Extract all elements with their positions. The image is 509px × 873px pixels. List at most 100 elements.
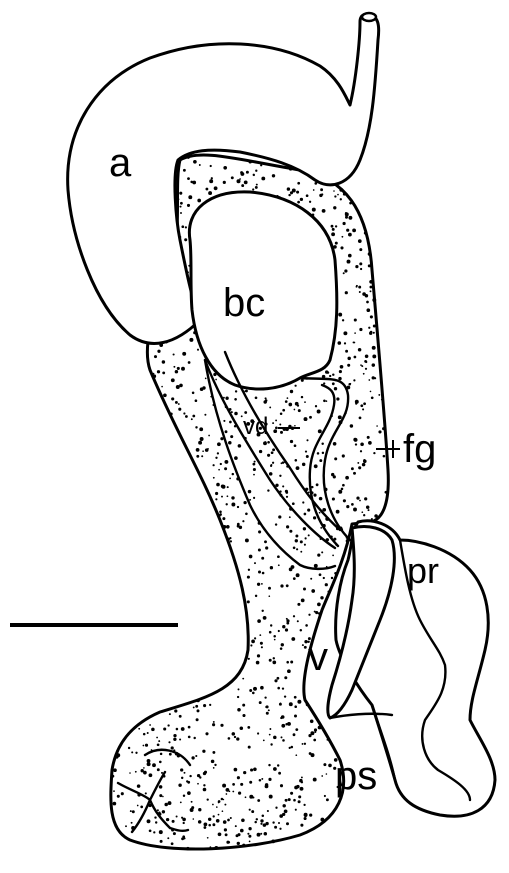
stipple-dot: [240, 829, 244, 833]
stipple-dot: [121, 792, 124, 795]
stipple-dot: [178, 783, 181, 786]
stipple-dot: [183, 412, 185, 414]
stipple-dot: [300, 198, 303, 201]
stipple-dot: [295, 728, 298, 731]
stipple-dot: [365, 361, 367, 363]
stipple-dot: [209, 704, 211, 706]
stipple-dot: [370, 331, 373, 334]
stipple-dot: [363, 459, 365, 461]
stipple-dot: [181, 817, 183, 819]
stipple-dot: [248, 490, 251, 493]
stipple-dot: [317, 554, 320, 557]
stipple-dot: [347, 357, 350, 360]
stipple-dot: [174, 709, 177, 712]
stipple-dot: [367, 436, 370, 439]
stipple-dot: [357, 462, 359, 464]
stipple-dot: [334, 572, 337, 575]
stipple-dot: [300, 629, 302, 631]
stipple-dot: [290, 440, 293, 443]
stipple-dot: [192, 181, 196, 185]
stipple-dot: [378, 430, 381, 433]
stipple-dot: [192, 818, 194, 820]
stipple-dot: [332, 373, 334, 375]
stipple-dot: [345, 291, 348, 294]
stipple-dot: [279, 475, 281, 477]
stipple-dot: [274, 639, 276, 641]
stipple-dot: [277, 677, 280, 680]
stipple-dot: [155, 821, 157, 823]
stipple-dot: [354, 318, 357, 321]
stipple-dot: [361, 365, 363, 367]
stipple-dot: [189, 775, 191, 777]
stipple-dot: [253, 174, 255, 176]
stipple-dot: [279, 828, 281, 830]
stipple-dot: [287, 187, 290, 190]
stipple-dot: [247, 600, 250, 603]
stipple-dot: [345, 350, 348, 353]
stipple-dot: [362, 463, 366, 467]
stipple-dot: [287, 669, 291, 673]
stipple-dot: [231, 176, 234, 179]
stipple-dot: [188, 195, 192, 199]
stipple-dot: [273, 767, 277, 771]
stipple-dot: [171, 397, 174, 400]
stipple-dot: [363, 402, 366, 405]
stipple-dot: [182, 835, 185, 838]
stipple-dot: [239, 526, 242, 529]
stipple-dot: [234, 398, 237, 401]
stipple-dot: [368, 264, 371, 267]
stipple-dot: [359, 500, 361, 502]
stipple-dot: [197, 349, 199, 351]
stipple-dot: [143, 767, 145, 769]
stipple-dot: [232, 732, 236, 736]
stipple-dot: [186, 780, 188, 782]
stipple-dot: [185, 415, 188, 418]
stipple-dot: [223, 420, 225, 422]
stipple-dot: [319, 573, 322, 576]
stipple-dot: [373, 452, 375, 454]
stipple-dot: [282, 687, 284, 689]
stipple-dot: [323, 763, 326, 766]
stipple-dot: [338, 415, 342, 419]
label-vd: vd: [243, 413, 268, 440]
stipple-dot: [143, 771, 147, 775]
stipple-dot: [191, 801, 193, 803]
stipple-dot: [183, 794, 185, 796]
stipple-dot: [304, 401, 306, 403]
stipple-dot: [289, 530, 292, 533]
stipple-dot: [327, 371, 329, 373]
stipple-dot: [322, 452, 324, 454]
stipple-dot: [247, 833, 249, 835]
stipple-dot: [264, 696, 266, 698]
stipple-dot: [308, 614, 310, 616]
stipple-dot: [289, 516, 291, 518]
stipple-dot: [295, 402, 299, 406]
stipple-dot: [213, 477, 215, 479]
stipple-dot: [366, 301, 369, 304]
stipple-dot: [306, 194, 309, 197]
stipple-dot: [219, 513, 222, 516]
stipple-dot: [202, 450, 204, 452]
stipple-dot: [363, 373, 365, 375]
stipple-dot: [314, 611, 316, 613]
stipple-dot: [145, 792, 147, 794]
stipple-dot: [270, 743, 272, 745]
stipple-dot: [197, 783, 199, 785]
stipple-dot: [312, 208, 316, 212]
stipple-dot: [251, 640, 255, 644]
stipple-dot: [343, 499, 346, 502]
stipple-dot: [334, 457, 337, 460]
stipple-dot: [369, 280, 373, 284]
stipple-dot: [347, 364, 350, 367]
stipple-dot: [130, 810, 132, 812]
stipple-dot: [272, 661, 276, 665]
stipple-dot: [272, 448, 275, 451]
stipple-dot: [348, 254, 352, 258]
stipple-dot: [350, 383, 352, 385]
stipple-dot: [348, 233, 352, 237]
stipple-dot: [154, 816, 156, 818]
stipple-dot: [229, 421, 232, 424]
stipple-dot: [217, 442, 221, 446]
stipple-dot: [271, 839, 275, 843]
